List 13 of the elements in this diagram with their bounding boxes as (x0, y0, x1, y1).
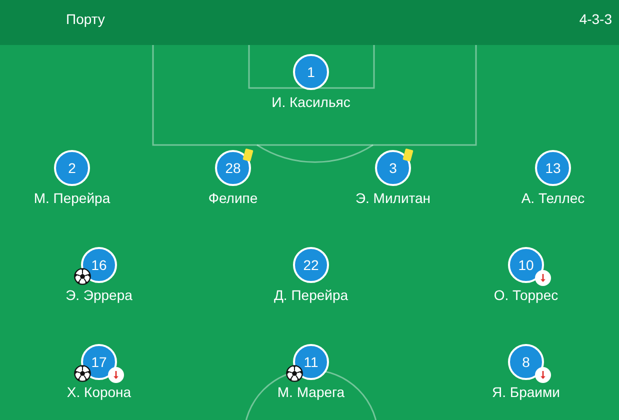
player-name: М. Перейра (34, 190, 110, 206)
player-name: М. Марега (277, 384, 345, 400)
player-name: Д. Перейра (274, 287, 348, 303)
player-name: Я. Браими (492, 384, 560, 400)
player-name: О. Торрес (494, 287, 558, 303)
player-name: И. Касильяс (272, 94, 350, 110)
player-name: Фелипе (208, 190, 258, 206)
player-name: А. Теллес (521, 190, 585, 206)
player-name: Э. Милитан (355, 190, 431, 206)
player-name: Х. Корона (66, 384, 132, 400)
player-name: Э. Эррера (66, 287, 132, 303)
team-name: Порту (66, 11, 105, 27)
formation-label: 4-3-3 (579, 11, 612, 27)
